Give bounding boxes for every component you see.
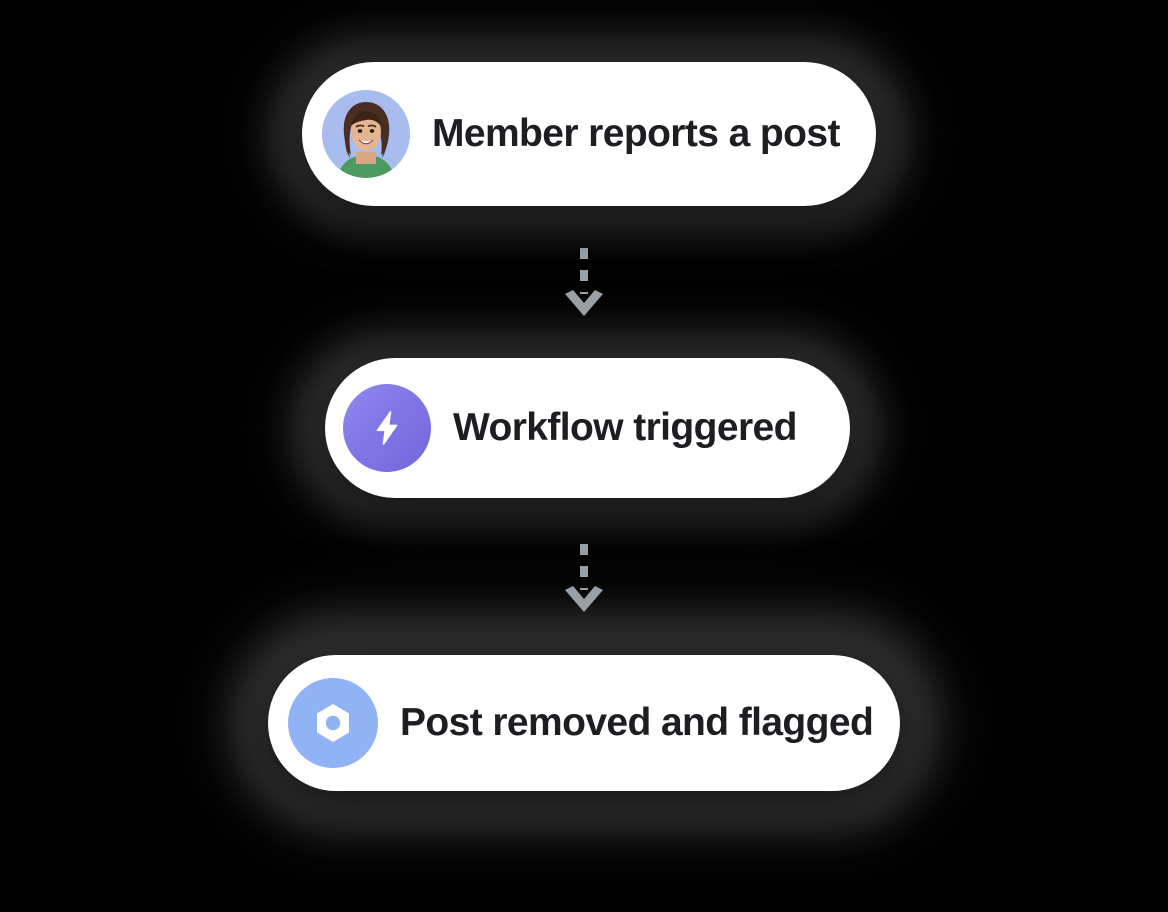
flow-step-post-removed[interactable]: Post removed and flagged [268,655,900,791]
connector-arrow-2 [565,544,603,612]
hexagon-nut-icon [288,678,378,768]
connector-arrow-1 [565,248,603,316]
flow-step-member-reports[interactable]: Member reports a post [302,62,876,206]
flow-step-label: Member reports a post [432,112,840,155]
flow-step-label: Post removed and flagged [400,701,874,744]
avatar [322,90,410,178]
flow-step-workflow-triggered[interactable]: Workflow triggered [325,358,850,498]
lightning-bolt-icon [343,384,431,472]
flow-step-label: Workflow triggered [453,406,797,449]
